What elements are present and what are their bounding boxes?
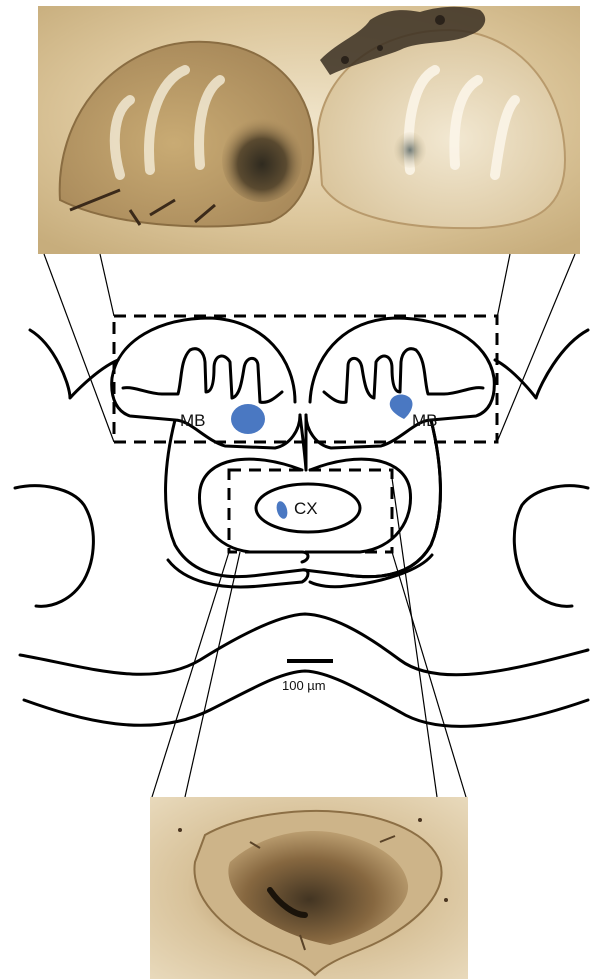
cx-label: CX [294, 499, 318, 518]
left-stain-spot [222, 118, 302, 202]
mb-right-stain-marker [390, 395, 413, 419]
mb-right-label: MB [412, 411, 438, 430]
connector-lines [44, 254, 575, 797]
brain-outline-drawing [15, 318, 588, 726]
mb-left-label: MB [180, 411, 206, 430]
right-stain-spot [394, 132, 426, 168]
top-micrograph [38, 6, 580, 254]
cx-stain-marker [275, 500, 289, 520]
bottom-micrograph [150, 797, 468, 979]
mb-left-stain-marker [231, 404, 265, 434]
scale-bar-label: 100 µm [282, 678, 326, 693]
